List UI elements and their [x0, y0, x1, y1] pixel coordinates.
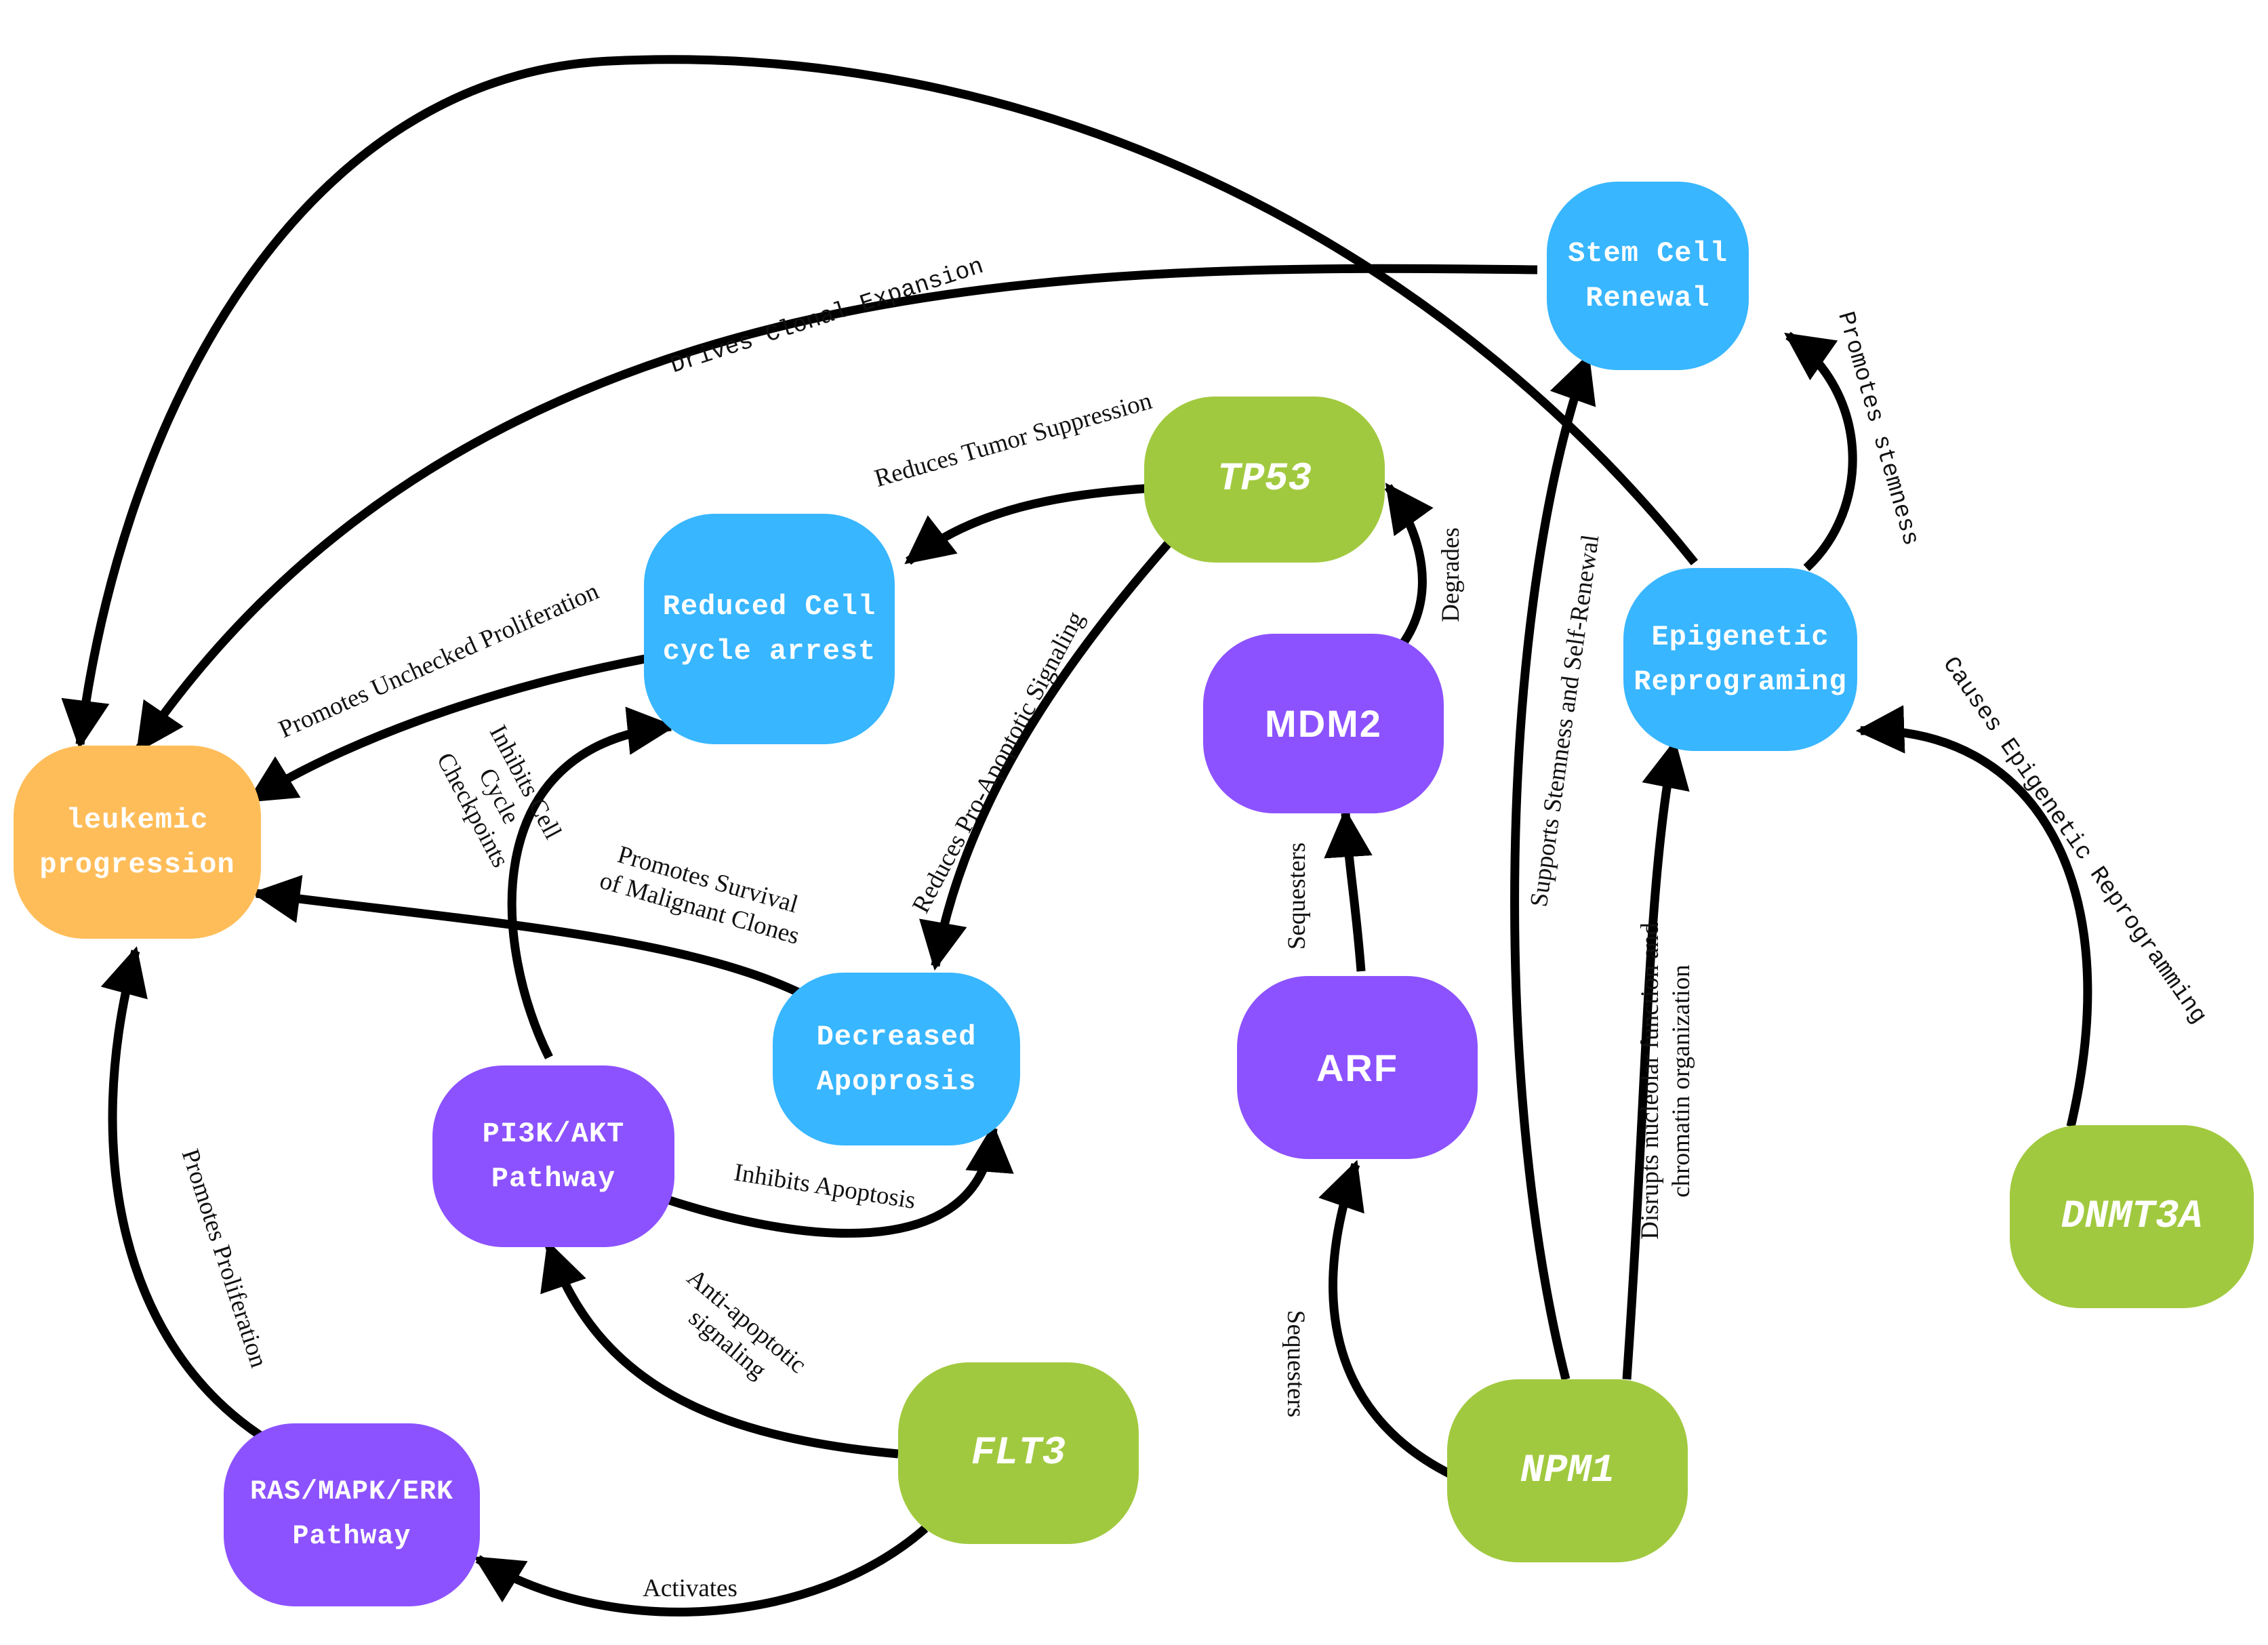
edge-stemcell-to-leukemic — [135, 264, 1538, 753]
node-dnmt3a-label: DNMT3A — [2061, 1194, 2203, 1239]
label-reduces-pro-apoptotic: Reduces Pro-Apoptotic Signaling — [907, 607, 1090, 917]
label-drives-clonal-expansion: Drives Clonal Expansion — [667, 253, 987, 380]
label-sequesters-mdm2: Sequesters — [1283, 842, 1311, 950]
label-disrupts-nucleolar: Disrupts nucleolar function and chromati… — [1636, 922, 1695, 1240]
label-causes-epigenetic: Causes Epigenetic Reprogramming — [1937, 652, 2212, 1029]
label-anti-apoptotic: Anti-apoptotic signaling — [682, 1263, 812, 1384]
svg-text:Disrupts nucleolar function an: Disrupts nucleolar function and — [1636, 922, 1664, 1240]
svg-text:chromatin organization: chromatin organization — [1667, 964, 1695, 1198]
node-dnmt3a: DNMT3A — [2010, 1125, 2254, 1308]
label-degrades: Degrades — [1437, 527, 1465, 622]
edge-ras-to-leukemic — [100, 946, 270, 1444]
node-flt3: FLT3 — [898, 1362, 1139, 1544]
edge-npm1-to-epigenetic — [1622, 739, 1690, 1380]
node-flt3-label: FLT3 — [971, 1431, 1066, 1476]
edge-dnmt3a-to-epigenetic — [1855, 705, 2092, 1128]
node-reduced-cell-cycle-arrest-label: Reduced Cell cycle arrest — [662, 590, 876, 668]
edge-decreased-to-leukemic — [251, 874, 802, 997]
edge-tp53-to-reduced — [904, 483, 1153, 565]
node-tp53-label: TP53 — [1217, 458, 1312, 502]
node-mdm2-label: MDM2 — [1265, 702, 1382, 745]
edge-arf-to-mdm2 — [1324, 808, 1373, 972]
label-promotes-survival: Promotes Survival of Malignant Clones — [596, 840, 803, 950]
node-leukemic-progression-label: leukemic progression — [39, 803, 235, 881]
label-inhibits-apoptosis: Inhibits Apoptosis — [732, 1158, 917, 1215]
node-reduced-cell-cycle-arrest: Reduced Cell cycle arrest — [644, 514, 895, 744]
edge-flt3-to-ras — [473, 1525, 929, 1617]
label-sequesters-arf: Sequesters — [1282, 1310, 1310, 1417]
edge-reduced-to-leukemic — [246, 654, 647, 804]
node-ras-mapk-erk-pathway: RAS/MAPK/ERK Pathway — [224, 1423, 480, 1606]
label-reduces-tumor-suppression: Reduces Tumor Suppression — [872, 387, 1155, 493]
node-pi3k-akt-pathway: PI3K/AKT Pathway — [432, 1065, 674, 1247]
node-decreased-apoptosis-label: Decreased Apoprosis — [816, 1020, 977, 1098]
node-arf-label: ARF — [1316, 1046, 1399, 1089]
node-mdm2: MDM2 — [1203, 634, 1444, 813]
edge-epigenetic-to-leukemic — [61, 55, 1699, 750]
node-tp53: TP53 — [1144, 397, 1385, 563]
label-promotes-unchecked-proliferation: Promotes Unchecked Proliferation — [275, 577, 603, 744]
edge-npm1-to-stemcell — [1510, 353, 1596, 1381]
node-arf: ARF — [1237, 976, 1478, 1159]
edge-tp53-to-decreased — [919, 539, 1173, 971]
node-pi3k-akt-pathway-label: PI3K/AKT Pathway — [482, 1118, 625, 1195]
node-ras-mapk-erk-pathway-label: RAS/MAPK/ERK Pathway — [249, 1477, 454, 1552]
edge-flt3-to-pi3k — [540, 1240, 899, 1459]
label-promotes-proliferation: Promotes Proliferation — [176, 1145, 273, 1370]
node-decreased-apoptosis: Decreased Apoprosis — [773, 973, 1020, 1145]
node-stem-cell-renewal: Stem Cell Renewal — [1547, 182, 1749, 370]
edge-npm1-to-arf — [1318, 1160, 1453, 1478]
node-leukemic-progression: leukemic progression — [14, 746, 261, 939]
node-epigenetic-reprograming: Epigenetic Reprograming — [1623, 568, 1857, 751]
label-activates: Activates — [643, 1575, 737, 1602]
node-npm1-label: NPM1 — [1520, 1448, 1615, 1493]
edge-pi3k-to-decreased — [666, 1123, 1014, 1238]
node-epigenetic-reprograming-label: Epigenetic Reprograming — [1634, 621, 1847, 698]
label-inhibits-checkpoints: Inhibits Cell Cycle Checkpoints — [431, 720, 567, 872]
node-stem-cell-renewal-label: Stem Cell Renewal — [1568, 237, 1728, 314]
node-npm1: NPM1 — [1447, 1379, 1688, 1562]
edge-epigenetic-to-stemcell — [1784, 331, 1857, 571]
edge-pi3k-to-reduced — [507, 706, 676, 1059]
edge-mdm2-to-tp53 — [1384, 483, 1434, 648]
